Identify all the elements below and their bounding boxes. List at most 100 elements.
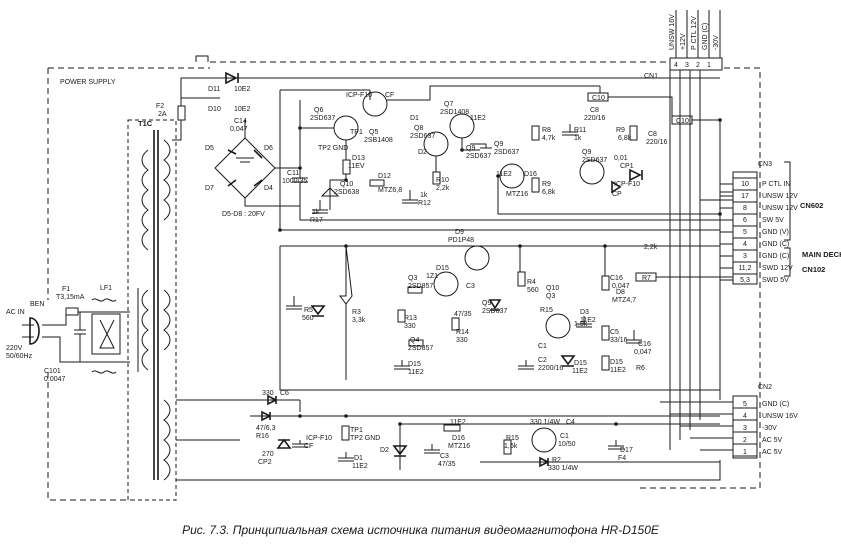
svg-text:ICP-F10: ICP-F10 — [614, 181, 640, 188]
cn3-pin-number: 11,2 — [738, 265, 751, 272]
svg-text:D1: D1 — [354, 455, 363, 462]
svg-text:Q6: Q6 — [314, 107, 323, 114]
svg-text:11E2: 11E2 — [610, 367, 626, 374]
svg-text:R7: R7 — [642, 275, 651, 282]
svg-text:Q9: Q9 — [582, 149, 591, 156]
svg-text:560: 560 — [527, 287, 539, 294]
svg-text:C1: C1 — [538, 343, 547, 350]
svg-text:CN2: CN2 — [758, 384, 772, 391]
svg-text:T3,15mA: T3,15mA — [56, 294, 85, 301]
svg-text:D4: D4 — [264, 185, 273, 192]
transistors-q5-q6: Q6 2SD637 Q5 2SB1408 ICP-F10 CF TP1 TP2 … — [280, 85, 600, 160]
fuse-f2: F2 2A — [156, 55, 720, 141]
svg-text:R15: R15 — [540, 307, 553, 314]
svg-text:10E2: 10E2 — [234, 86, 250, 93]
svg-text:T1C: T1C — [138, 119, 153, 128]
svg-text:2200/16: 2200/16 — [538, 365, 563, 372]
svg-text:11E2: 11E2 — [580, 317, 596, 324]
svg-text:D2: D2 — [380, 447, 389, 454]
cn2-pin-number: 3 — [743, 425, 747, 432]
svg-text:CP: CP — [612, 191, 622, 198]
cn2-pin-number: 4 — [743, 413, 747, 420]
svg-text:0.0047: 0.0047 — [44, 376, 66, 383]
svg-text:R6: R6 — [636, 365, 645, 372]
cn3-pin-name: GND (C) — [762, 253, 789, 260]
svg-text:D15: D15 — [408, 361, 421, 368]
svg-text:C10: C10 — [592, 95, 605, 102]
bottom-rectifiers: 330 C6 47/6,3 R16 270 CP2 ICP-F10 CF TP1… — [176, 390, 721, 481]
svg-text:D16: D16 — [524, 171, 537, 178]
cn3-pin-name: SWD 5V — [762, 277, 789, 284]
svg-text:1Z1: 1Z1 — [426, 273, 438, 280]
svg-text:F1: F1 — [62, 286, 70, 293]
svg-text:Q4: Q4 — [410, 337, 419, 344]
svg-text:AC IN: AC IN — [6, 309, 25, 316]
svg-text:560: 560 — [302, 315, 314, 322]
transistors-q3-q4: D9 PD1P48 D15 1Z1 C3 Q3 2SD857 Q4 2SD857… — [280, 229, 720, 380]
cn3-pin-name: SW 5V — [762, 217, 784, 224]
svg-text:2SD637: 2SD637 — [494, 149, 519, 156]
svg-text:2SD637: 2SD637 — [582, 157, 607, 164]
cn3-pin-name: UNSW 12V — [762, 193, 798, 200]
connector-cn3: CN3 CN602 MAIN DECK CN102 — [732, 161, 841, 285]
svg-text:D13: D13 — [352, 155, 365, 162]
svg-text:CN602: CN602 — [800, 201, 823, 210]
cn3-pin-number: 3 — [743, 253, 747, 260]
svg-text:220/16: 220/16 — [584, 115, 606, 122]
svg-text:2SD1408: 2SD1408 — [440, 109, 469, 116]
cn3-pin-name: P CTL IN — [762, 181, 790, 188]
svg-text:D9: D9 — [455, 229, 464, 236]
diode-bridge: C14 0,047 D5 D6 D7 D4 D5-D8 : 20FV — [205, 118, 300, 218]
cn2-pin-number: 1 — [743, 449, 747, 456]
svg-text:Q9: Q9 — [482, 300, 491, 307]
svg-text:D15: D15 — [610, 359, 623, 366]
svg-text:1000/35: 1000/35 — [282, 178, 307, 185]
svg-text:C2: C2 — [538, 357, 547, 364]
svg-text:330 1/4W: 330 1/4W — [548, 465, 578, 472]
svg-text:F2: F2 — [156, 103, 164, 110]
svg-text:R5: R5 — [304, 307, 313, 314]
svg-text:10/50: 10/50 — [558, 441, 576, 448]
svg-text:4,7k: 4,7k — [542, 135, 556, 142]
cn1-pin-number: 2 — [696, 62, 700, 69]
cn3-pin-number: 4 — [743, 241, 747, 248]
svg-text:F4: F4 — [618, 455, 626, 462]
svg-text:MTZ16: MTZ16 — [506, 191, 528, 198]
cn2-pin-number: 2 — [743, 437, 747, 444]
svg-text:C14: C14 — [234, 118, 247, 125]
cn1-pin-name: P CTL 12V — [691, 16, 698, 50]
svg-text:MTZ16: MTZ16 — [448, 443, 470, 450]
svg-text:C8: C8 — [590, 107, 599, 114]
cn3-pin-name: GND (V) — [762, 229, 789, 236]
svg-text:D16: D16 — [452, 435, 465, 442]
svg-text:LF1: LF1 — [100, 285, 112, 292]
svg-text:47/6,3: 47/6,3 — [256, 425, 276, 432]
svg-text:330: 330 — [456, 337, 468, 344]
svg-text:2SD638: 2SD638 — [334, 189, 359, 196]
svg-text:D2: D2 — [418, 149, 427, 156]
svg-text:2SD857: 2SD857 — [408, 345, 433, 352]
svg-text:2SD857: 2SD857 — [408, 283, 433, 290]
svg-text:D15: D15 — [574, 360, 587, 367]
cn3-pin-name: GND (C) — [762, 241, 789, 248]
svg-text:Q3: Q3 — [408, 275, 417, 282]
svg-text:11E2: 11E2 — [572, 368, 588, 375]
svg-text:R9: R9 — [542, 181, 551, 188]
svg-text:CP1: CP1 — [620, 163, 634, 170]
cn3-pin-number: 6 — [743, 217, 747, 224]
svg-text:2SB1408: 2SB1408 — [364, 137, 393, 144]
capacitor-c11: C11 1000/35 — [282, 100, 308, 206]
svg-text:R4: R4 — [527, 279, 536, 286]
svg-text:R15: R15 — [506, 435, 519, 442]
svg-text:R3: R3 — [352, 309, 361, 316]
fuse-f1: F1 T3,15mA — [56, 286, 85, 316]
cn3-pin-number: 17 — [741, 193, 749, 200]
transformer-t1c: T1C — [127, 119, 177, 501]
line-filter-lf1: LF1 C101 0.0047 — [44, 285, 121, 383]
svg-text:Q10: Q10 — [546, 285, 559, 292]
junction-dots — [278, 118, 722, 426]
svg-text:D10: D10 — [208, 106, 221, 113]
svg-text:BEN: BEN — [30, 301, 44, 308]
svg-text:Q3: Q3 — [546, 293, 555, 300]
